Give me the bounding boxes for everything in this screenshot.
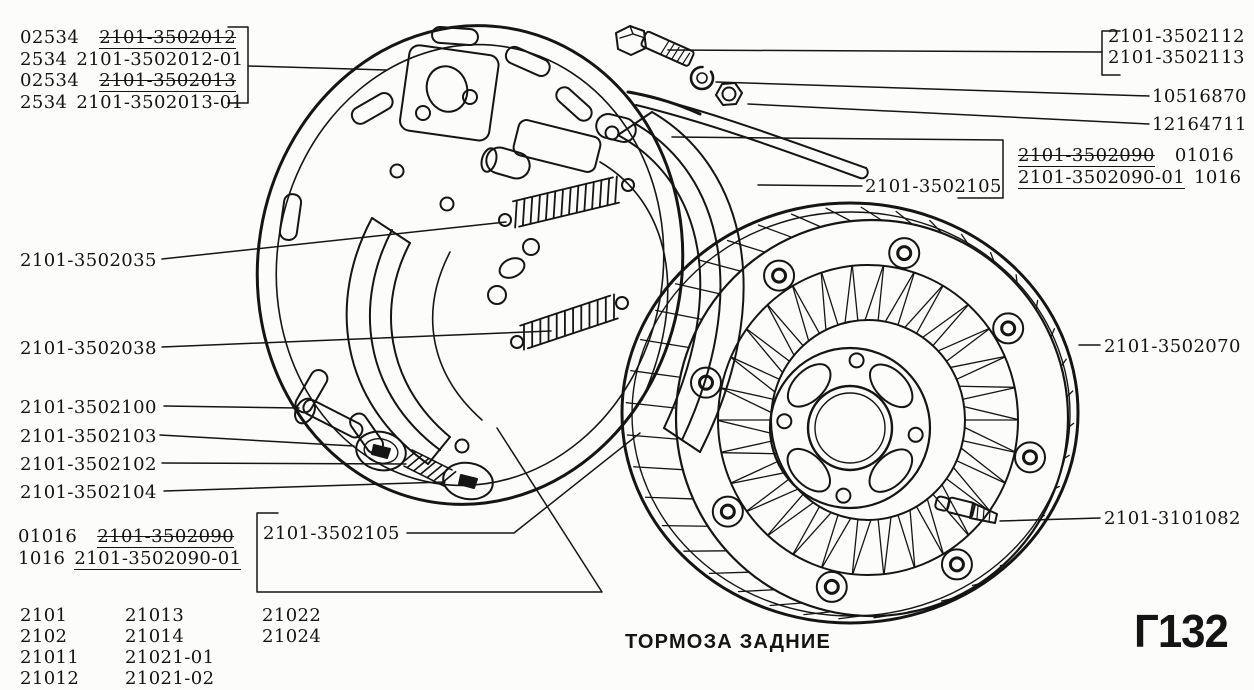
wheel-cylinder-drawing (480, 113, 637, 180)
nut-drawing (715, 82, 743, 106)
callout-pin-cup: 2101-3502104 (20, 482, 157, 503)
callout-nut: 12164711 (1152, 114, 1247, 135)
return-spring-lower-hooks (510, 296, 629, 349)
holddown-cup-drawing (442, 461, 494, 501)
model-list-col1: 2101 2102 21011 21012 (20, 605, 79, 689)
qty: 2534 (20, 49, 68, 70)
part-number: 2101-3502112 (1108, 26, 1245, 47)
callout-lock-washer: 10516870 (1152, 86, 1247, 107)
applicability: 1016 (18, 548, 66, 569)
model: 21011 (20, 647, 80, 668)
holddown-pin-drawing (294, 397, 364, 439)
part-number-obsolete: 2101-3502013 (99, 70, 237, 92)
brake-shoe-right-drawing (599, 111, 745, 453)
return-spring-lower-drawing (519, 293, 619, 351)
part-number: 2101-3502013-01 (76, 92, 244, 113)
callout-lining-right: 2101-3502090 01016 2101-3502090-01 1016 (1018, 145, 1241, 189)
model: 21013 (125, 605, 185, 626)
qty: 02534 (20, 27, 80, 48)
qty: 02534 (20, 70, 80, 91)
part-number: 2101-3502012-01 (76, 49, 244, 70)
leader-lines (159, 26, 1150, 593)
page-title: ТОРМОЗА ЗАДНИЕ (625, 631, 832, 653)
holddown-washer-drawing (355, 430, 407, 472)
applicability: 01016 (1174, 145, 1235, 166)
part-number: 2101-3502090-01 (74, 548, 242, 570)
model: 21021-02 (125, 668, 215, 689)
model: 21022 (262, 605, 322, 626)
applicability: 01016 (18, 526, 78, 547)
callout-shoe-right: 2101-3502105 (865, 176, 1002, 197)
model: 2101 (20, 605, 68, 626)
model: 2102 (20, 626, 68, 647)
callout-spring-lower: 2101-3502038 (20, 338, 157, 359)
mounting-bolt-drawing (615, 25, 695, 67)
callout-shoe-left: 2101-3502105 (263, 523, 400, 544)
handbrake-lever-drawing (626, 90, 869, 180)
callout-bolt: 2101-3502112 2101-3502113 (1108, 26, 1245, 68)
backing-plate-drawing (255, 24, 685, 506)
callout-pin-washer: 2101-3502103 (20, 426, 157, 447)
callout-drum: 2101-3502070 (1104, 336, 1241, 357)
part-number: 2101-3502113 (1108, 47, 1245, 68)
bleeder-valve-drawing (934, 495, 998, 524)
model: 21014 (125, 626, 185, 647)
return-spring-upper-drawing (512, 175, 620, 229)
applicability: 1016 (1194, 167, 1242, 188)
model: 21012 (20, 668, 80, 689)
brake-drum-drawing (620, 201, 1080, 625)
model-list-col2: 21013 21014 21021-01 21021-02 (125, 605, 214, 689)
callout-spring-upper: 2101-3502035 (20, 250, 157, 271)
model: 21024 (262, 626, 322, 647)
qty: 2534 (20, 92, 68, 113)
callout-shoe-kit: 02534 2101-3502012 2534 2101-3502012-01 02… (20, 27, 243, 113)
part-number-obsolete: 2101-3502090 (97, 526, 235, 548)
callout-lining-left: 01016 2101-3502090 1016 2101-3502090-01 (18, 526, 242, 570)
callout-bleeder: 2101-3101082 (1104, 508, 1241, 529)
return-spring-upper-hooks (498, 178, 635, 227)
page-code: Г132 (1134, 605, 1229, 657)
callout-pin-spring: 2101-3502102 (20, 454, 157, 475)
model-list-col3: 21022 21024 (262, 605, 321, 647)
part-number-obsolete: 2101-3502090 (1018, 145, 1155, 167)
model: 21021-01 (125, 647, 215, 668)
lock-washer-drawing (689, 65, 715, 91)
callout-pin: 2101-3502100 (20, 397, 157, 418)
part-number: 2101-3502090-01 (1018, 167, 1186, 189)
part-number-obsolete: 2101-3502012 (99, 27, 237, 49)
